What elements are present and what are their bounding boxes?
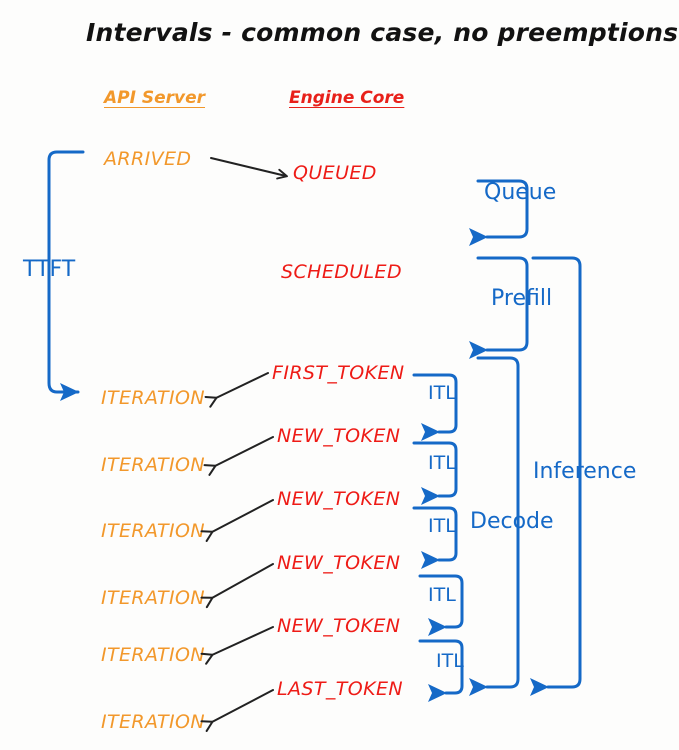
state-iteration-5: ITERATION xyxy=(101,644,206,666)
arrow-new-token-2-to-iteration xyxy=(200,499,274,543)
interval-label-prefill: Prefill xyxy=(491,286,553,311)
interval-label-itl-3: ITL xyxy=(428,515,456,537)
interval-label-inference: Inference xyxy=(533,459,637,484)
bracket-itl-5 xyxy=(418,639,464,702)
arrow-last-token-to-iteration xyxy=(200,689,274,733)
column-header-engine-core: Engine Core xyxy=(289,88,405,108)
bracket-itl-4 xyxy=(418,574,464,636)
interval-label-decode: Decode xyxy=(470,509,554,534)
bracket-itl-2 xyxy=(412,441,458,505)
arrow-arrived-to-queued xyxy=(210,157,288,180)
state-arrived: ARRIVED xyxy=(104,148,192,170)
bracket-ttft xyxy=(47,150,85,401)
page-title: Intervals - common case, no preemptions xyxy=(86,18,679,47)
state-new-token-3: NEW_TOKEN xyxy=(277,552,401,574)
state-last-token: LAST_TOKEN xyxy=(277,678,403,700)
interval-label-itl-2: ITL xyxy=(428,452,456,474)
state-new-token-1: NEW_TOKEN xyxy=(277,425,401,447)
arrow-first-token-to-iteration xyxy=(204,372,269,408)
state-scheduled: SCHEDULED xyxy=(281,261,402,283)
arrow-new-token-3-to-iteration xyxy=(200,563,274,609)
state-iteration-2: ITERATION xyxy=(101,454,206,476)
column-header-api-server: API Server xyxy=(104,88,206,108)
arrow-new-token-1-to-iteration xyxy=(203,436,274,476)
state-iteration-4: ITERATION xyxy=(101,587,206,609)
bracket-prefill xyxy=(469,256,529,359)
bracket-inference xyxy=(530,256,582,696)
state-first-token: FIRST_TOKEN xyxy=(272,362,405,384)
bracket-itl-1 xyxy=(412,373,458,441)
state-iteration-1: ITERATION xyxy=(101,387,206,409)
state-iteration-3: ITERATION xyxy=(101,520,206,542)
bracket-decode xyxy=(469,356,520,696)
interval-label-itl-5: ITL xyxy=(436,650,464,672)
interval-label-queue: Queue xyxy=(484,180,557,205)
arrow-new-token-4-to-iteration xyxy=(200,626,274,665)
bracket-itl-3 xyxy=(412,506,458,569)
interval-label-itl-4: ITL xyxy=(428,584,456,606)
state-iteration-6: ITERATION xyxy=(101,711,206,733)
state-new-token-4: NEW_TOKEN xyxy=(277,615,401,637)
state-queued: QUEUED xyxy=(293,162,377,184)
bracket-queue xyxy=(469,179,529,246)
state-new-token-2: NEW_TOKEN xyxy=(277,488,401,510)
interval-label-itl-1: ITL xyxy=(428,382,456,404)
